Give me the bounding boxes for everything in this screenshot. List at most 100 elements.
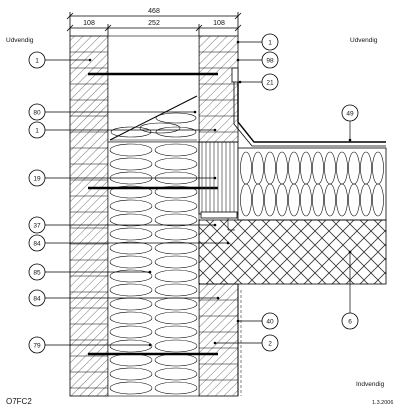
insulation-cell (109, 199, 153, 213)
callout-circle (261, 334, 279, 352)
callout-c37: 37 (28, 216, 217, 234)
dimension-outer-leaf: 108 (83, 20, 95, 27)
callout-c19: 19 (28, 169, 217, 187)
insulation-cell (155, 126, 197, 138)
wall-ties (88, 72, 218, 356)
leader-dot (236, 319, 240, 323)
insulation-cell (109, 339, 153, 353)
insulation-cell (109, 367, 153, 381)
insulation-cell (288, 183, 300, 217)
insulation-cell (154, 269, 198, 283)
insulation-cell (276, 183, 288, 217)
insulation-cell (109, 255, 153, 269)
callout-c2: 2 (213, 334, 279, 352)
insulation-cell (155, 112, 197, 124)
insulation-cell (154, 157, 198, 171)
insulation-cell (109, 143, 153, 157)
floor-insulation (237, 147, 387, 221)
callout-circle (341, 104, 359, 122)
roofing-membrane (231, 67, 386, 147)
leader-dot (236, 40, 240, 44)
callout-circle (28, 121, 46, 139)
insulation-cell (154, 199, 198, 213)
insulation-cell (336, 183, 348, 217)
insulation-cell (154, 185, 198, 199)
insulation-cell (109, 311, 153, 325)
insulation-cell (110, 126, 152, 138)
callout-c84-upper: 84 (28, 234, 230, 252)
label-inside: Indvendig (356, 381, 385, 388)
callout-number: 84 (33, 240, 41, 247)
leader-dot (216, 296, 220, 300)
insulation-cell (109, 269, 153, 283)
callout-number: 84 (33, 295, 41, 302)
callout-circle (261, 51, 279, 69)
callout-c6: 6 (341, 250, 359, 330)
insulation-cell (264, 183, 276, 217)
callout-c49: 49 (341, 104, 359, 142)
callout-circle (28, 51, 46, 69)
callout-circle (261, 33, 279, 51)
callout-c1-mid: 1 (28, 121, 217, 139)
callout-circle (28, 263, 46, 281)
callout-number: 1 (35, 127, 39, 134)
insulation-cell (312, 183, 324, 217)
callout-number: 2 (268, 340, 272, 347)
callout-c1-top-right: 1 (236, 33, 279, 51)
insulation-cell (154, 255, 198, 269)
inner-brick-leaf-upper (198, 35, 239, 143)
label-outside-left: Udvendig (6, 37, 34, 44)
leader-dot (238, 80, 242, 84)
callout-number: 6 (348, 318, 352, 325)
insulation-cell (324, 183, 336, 217)
callout-number: 85 (33, 269, 41, 276)
callout-circle (341, 312, 359, 330)
cavity-upper-void (107, 35, 200, 143)
callout-number: 1 (35, 57, 39, 64)
drawing-date: 1.3.2006 (372, 400, 393, 406)
insulation-cell (154, 143, 198, 157)
leader-dot (226, 241, 230, 245)
leader-dot (148, 270, 152, 274)
leader-dot (236, 58, 240, 62)
insulation-cell (154, 339, 198, 353)
insulation-cell (109, 283, 153, 297)
dimension-chain: 468 108 252 108 (66, 8, 242, 36)
insulation-cell (154, 241, 198, 255)
insulation-cell (109, 241, 153, 255)
insulation-cell (154, 381, 198, 395)
callout-circle (28, 169, 46, 187)
insulation-cell (348, 183, 360, 217)
callout-circle (28, 234, 46, 252)
insulation-cell (109, 185, 153, 199)
concrete-deck (198, 219, 387, 285)
callout-number: 1 (268, 39, 272, 46)
insulation-cell (154, 283, 198, 297)
callout-number: 21 (266, 79, 274, 86)
callout-number: 98 (266, 57, 274, 64)
leader-dot (213, 223, 217, 227)
insulation-cell (300, 183, 312, 217)
callout-number: 37 (33, 222, 41, 229)
callout-c40: 40 (236, 312, 279, 330)
callout-c85: 85 (28, 263, 152, 281)
leader-dot (148, 343, 152, 347)
callout-number: 40 (266, 318, 274, 325)
insulation-cell (154, 325, 198, 339)
callout-circle (28, 103, 46, 121)
insulation-cell (252, 183, 264, 217)
callout-circle (261, 73, 279, 91)
dimension-inner-leaf: 108 (213, 20, 225, 27)
callout-c84-lower: 84 (28, 289, 220, 307)
dimension-overall: 468 (148, 8, 160, 15)
leader-dot (213, 341, 217, 345)
callout-circle (261, 312, 279, 330)
leader-dot (193, 110, 197, 114)
leader-dot (88, 58, 92, 62)
callout-circle (28, 289, 46, 307)
drawing-code: O7FC2 (6, 397, 32, 406)
callout-c98: 98 (236, 51, 279, 69)
leader-dot (348, 138, 352, 142)
